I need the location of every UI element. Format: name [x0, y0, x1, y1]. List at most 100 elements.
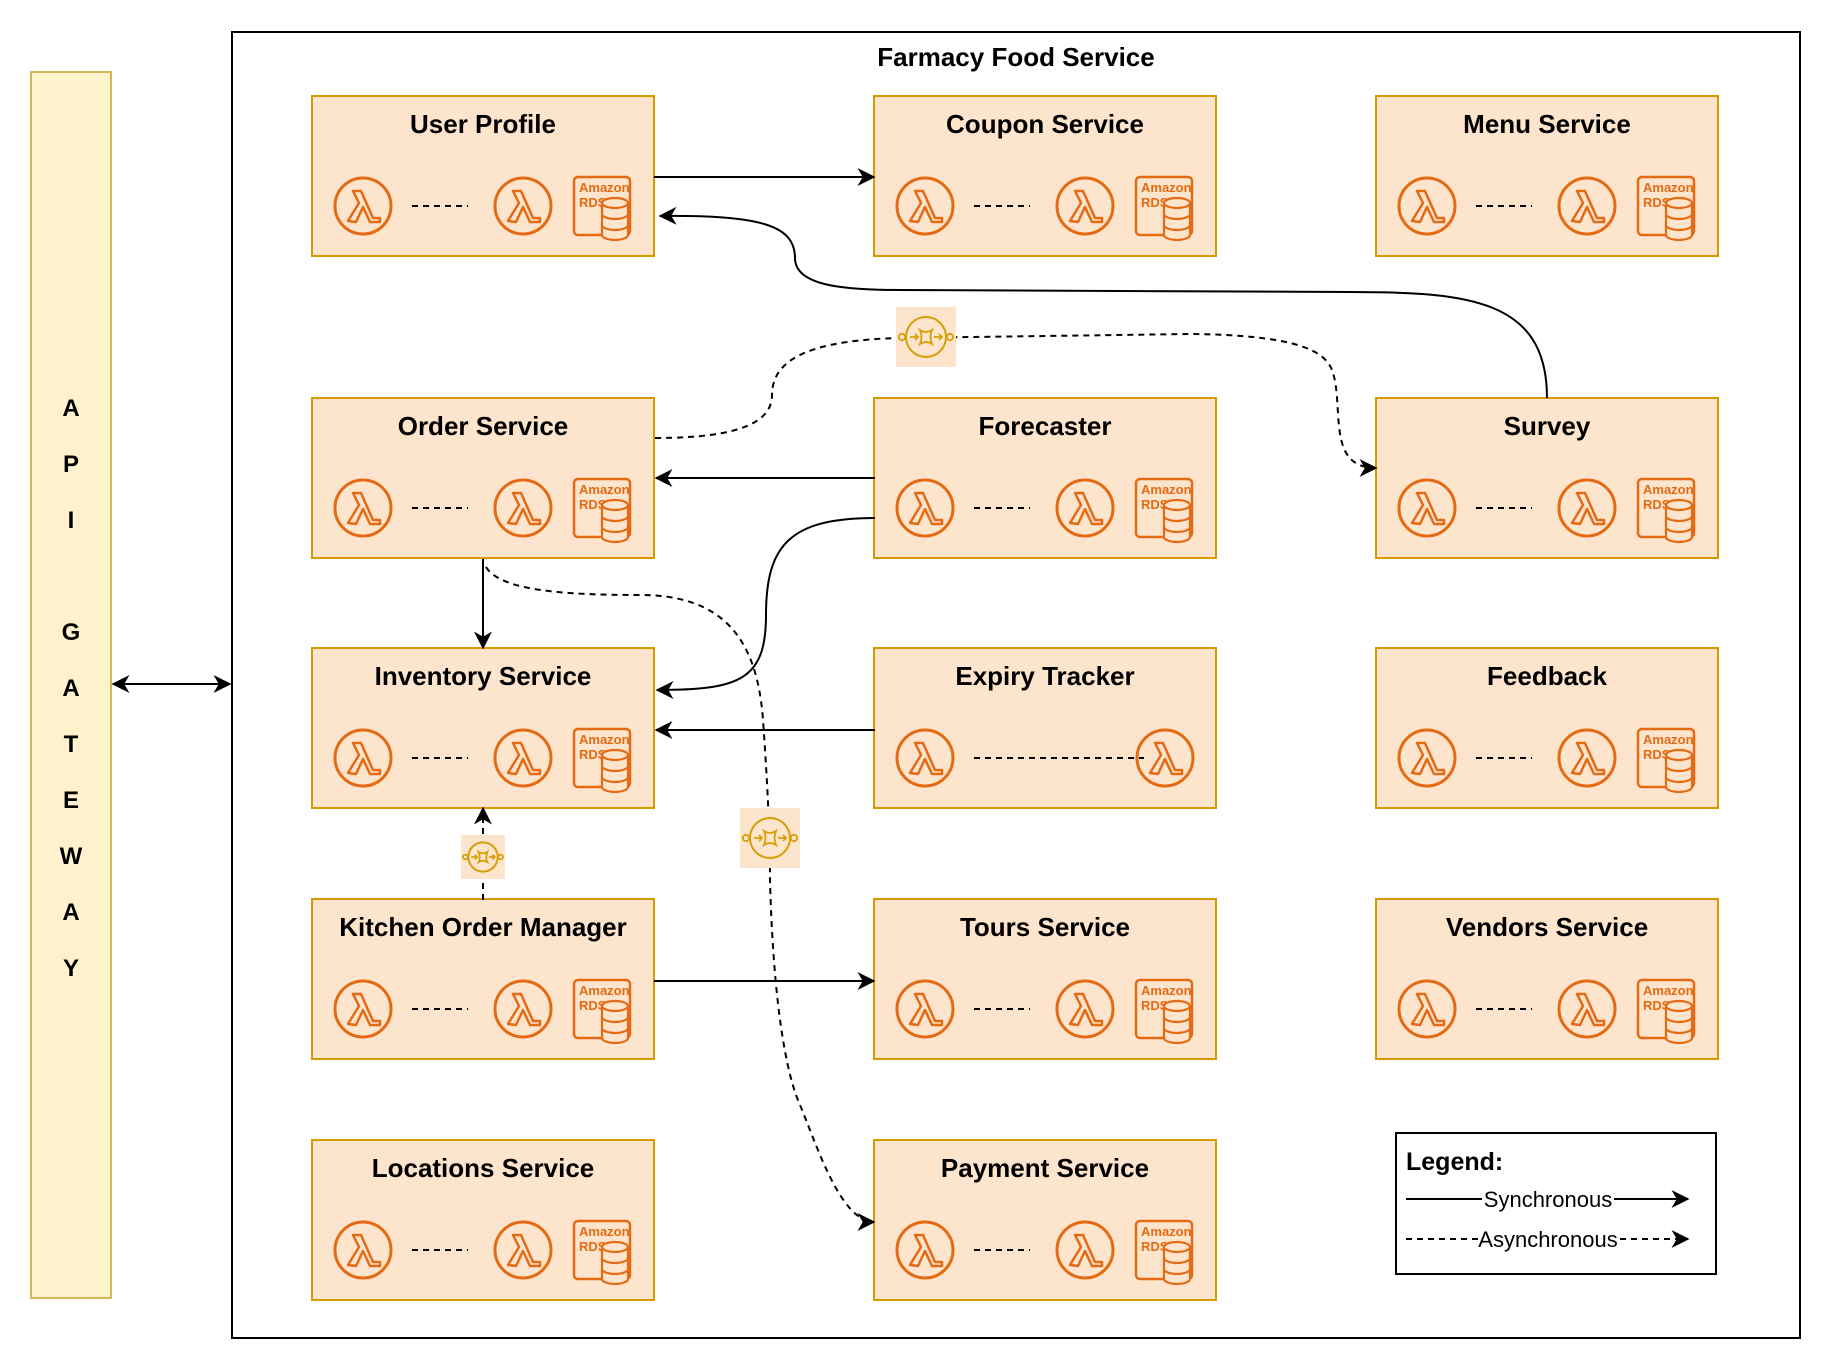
service-title: Tours Service	[960, 912, 1130, 942]
rds-label-rds: RDS	[1141, 998, 1169, 1013]
lambda-icon	[895, 728, 955, 788]
service-title: Expiry Tracker	[955, 661, 1134, 691]
service-title: Menu Service	[1463, 109, 1631, 139]
lambda-icon	[1135, 728, 1195, 788]
rds-label-amazon: Amazon	[1141, 983, 1192, 998]
gateway-letter: G	[62, 619, 81, 646]
legend-title: Legend:	[1406, 1148, 1503, 1176]
legend-box	[1395, 1132, 1717, 1275]
rds-label-rds: RDS	[1643, 497, 1671, 512]
rds-label-rds: RDS	[1643, 998, 1671, 1013]
service-title: User Profile	[410, 109, 556, 139]
lambda-icon	[1557, 979, 1617, 1039]
legend-async-label: Asynchronous	[1478, 1227, 1617, 1252]
message-queue-icon	[896, 307, 956, 367]
lambda-icon	[333, 728, 393, 788]
rds-label-rds: RDS	[1141, 497, 1169, 512]
gateway-letter: E	[63, 787, 79, 814]
rds-label-rds: RDS	[1643, 195, 1671, 210]
service-title: Kitchen Order Manager	[339, 912, 627, 942]
service-title: Vendors Service	[1446, 912, 1648, 942]
lambda-icon	[1557, 176, 1617, 236]
service-title: Coupon Service	[946, 109, 1144, 139]
lambda-icon	[333, 979, 393, 1039]
message-queue-icon	[461, 835, 505, 879]
lambda-icon	[1397, 728, 1457, 788]
lambda-icon	[895, 979, 955, 1039]
rds-label-amazon: Amazon	[1643, 732, 1694, 747]
gateway-letter: W	[60, 843, 83, 870]
lambda-icon	[333, 1220, 393, 1280]
lambda-icon	[1557, 478, 1617, 538]
lambda-icon	[1397, 979, 1457, 1039]
lambda-icon	[895, 478, 955, 538]
lambda-icon	[493, 478, 553, 538]
service-title: Order Service	[398, 411, 569, 441]
lambda-icon	[895, 176, 955, 236]
service-title: Inventory Service	[375, 661, 592, 691]
service-title: Payment Service	[941, 1153, 1149, 1183]
legend-sync-label: Synchronous	[1484, 1187, 1612, 1212]
gateway-letter: P	[63, 451, 79, 478]
outer-title: Farmacy Food Service	[877, 42, 1154, 72]
lambda-icon	[333, 478, 393, 538]
rds-label-amazon: Amazon	[579, 983, 630, 998]
lambda-icon	[493, 1220, 553, 1280]
queues-layer	[461, 307, 956, 879]
rds-label-amazon: Amazon	[579, 482, 630, 497]
lambda-icon	[1055, 1220, 1115, 1280]
api-gateway	[30, 71, 112, 1299]
rds-label-rds: RDS	[579, 1239, 607, 1254]
sync-arrow-forecaster-inventory	[655, 517, 876, 699]
rds-label-amazon: Amazon	[1643, 482, 1694, 497]
service-title: Survey	[1504, 411, 1591, 441]
lambda-icon	[493, 176, 553, 236]
rds-label-amazon: Amazon	[1141, 1224, 1192, 1239]
message-queue-icon	[740, 808, 800, 868]
lambda-icon	[895, 1220, 955, 1280]
rds-label-amazon: Amazon	[1141, 180, 1192, 195]
service-title: Locations Service	[372, 1153, 595, 1183]
lambda-icon	[1055, 176, 1115, 236]
gateway-letter: A	[62, 395, 79, 422]
lambda-icon	[493, 979, 553, 1039]
gateway-letter: A	[62, 899, 79, 926]
rds-label-amazon: Amazon	[579, 180, 630, 195]
sync-arrow-survey-userprofile	[658, 206, 1548, 399]
rds-label-rds: RDS	[1141, 1239, 1169, 1254]
rds-label-amazon: Amazon	[1141, 482, 1192, 497]
legend: Legend: Synchronous Asynchronous	[1395, 1132, 1717, 1275]
service-box-expiry-tracker: Expiry Tracker	[873, 647, 1217, 809]
gateway-letter: A	[62, 675, 79, 702]
lambda-icon	[333, 176, 393, 236]
rds-label-rds: RDS	[1141, 195, 1169, 210]
service-title: Feedback	[1487, 661, 1607, 691]
gateway-letter: Y	[63, 955, 79, 982]
lambda-icon	[1055, 979, 1115, 1039]
lambda-icon	[1055, 478, 1115, 538]
lambda-icon	[1557, 728, 1617, 788]
lambda-icon	[1397, 478, 1457, 538]
rds-label-rds: RDS	[579, 998, 607, 1013]
